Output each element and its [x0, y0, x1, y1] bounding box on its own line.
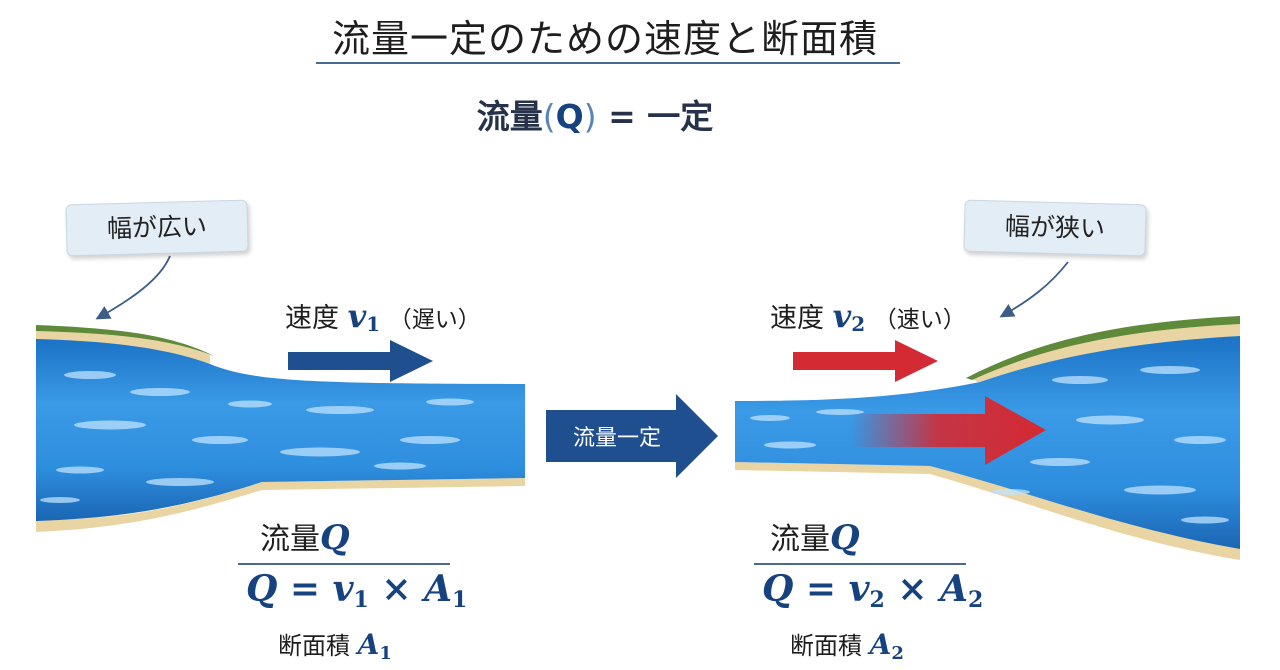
left-area-label: 断面積 A1	[278, 628, 392, 664]
left-bottom-bank	[36, 478, 525, 532]
left-formula: Q = v1 × A1	[246, 568, 468, 613]
left-speed-symbol: v1	[347, 297, 381, 336]
center-flow-label: 流量一定	[572, 426, 661, 451]
title-underline	[316, 62, 900, 64]
left-grass	[36, 325, 214, 356]
left-width-callout: 幅が広い	[65, 199, 249, 257]
right-ripples	[750, 366, 1229, 524]
subtitle: 流量(Q) = 一定	[476, 97, 714, 136]
subtitle-prefix: 流量	[476, 97, 543, 136]
left-top-bank	[36, 327, 210, 365]
left-ripples	[40, 371, 474, 503]
left-speed-arrow	[288, 340, 433, 382]
left-callout-pointer	[95, 255, 171, 320]
right-flow-label: 流量Q	[770, 518, 860, 558]
right-flow-arrow	[850, 396, 1046, 465]
left-water	[36, 339, 525, 521]
right-width-callout: 幅が狭い	[963, 199, 1147, 257]
right-formula: Q = v2 × A2	[762, 568, 984, 613]
right-speed-arrow	[793, 340, 938, 382]
subtitle-symbol: Q	[555, 97, 584, 136]
left-formula-rule	[238, 563, 450, 565]
page-title: 流量一定のための速度と断面積	[331, 17, 878, 61]
right-area-label: 断面積 A2	[790, 628, 904, 664]
right-top-bank	[970, 322, 1240, 386]
right-grass	[966, 316, 1240, 380]
right-callout-pointer	[999, 261, 1069, 318]
subtitle-suffix: = 一定	[608, 97, 714, 136]
right-speed-label: 速度 v2 （速い）	[770, 297, 966, 336]
right-formula-rule	[754, 563, 966, 565]
left-flow-label: 流量Q	[260, 518, 350, 558]
right-speed-symbol: v2	[832, 297, 866, 336]
left-speed-label: 速度 v1 （遅い）	[285, 297, 481, 336]
center-arrow	[546, 394, 718, 478]
